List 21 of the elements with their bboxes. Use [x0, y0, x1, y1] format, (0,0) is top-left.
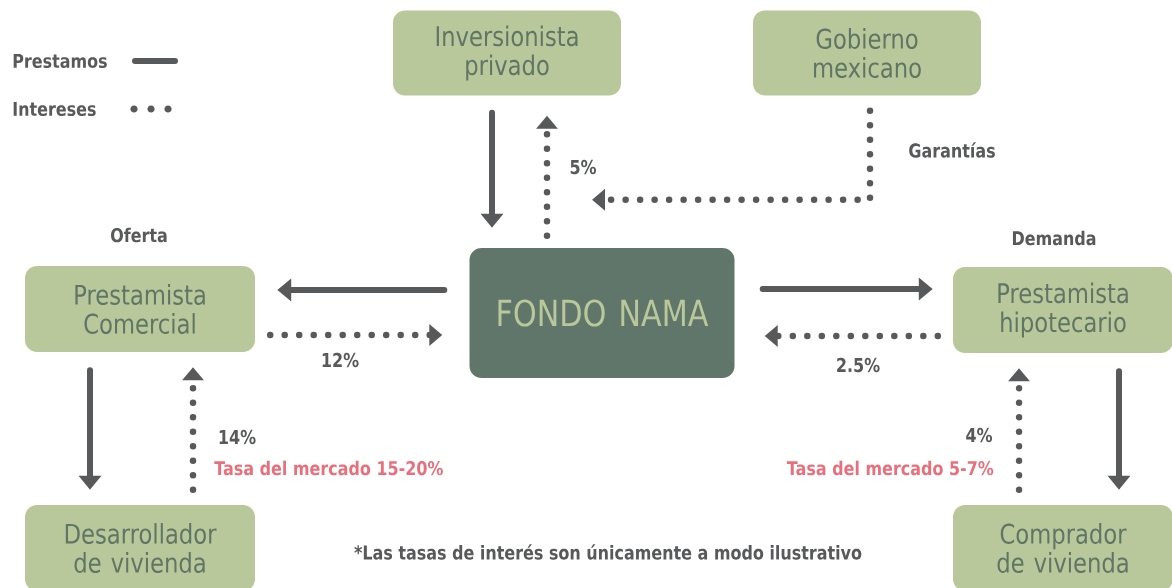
fund-box: FONDO NAMA	[469, 248, 735, 378]
side-label: Demanda	[1012, 230, 1096, 246]
entity-box: Prestamista Comercial	[25, 266, 255, 352]
legend-label: Prestamos	[13, 53, 107, 69]
rate-note: Tasa del mercado 15-20%	[214, 460, 443, 476]
entity-box: Desarrollador de vivienda	[25, 505, 255, 588]
edge-label: 5%	[570, 159, 597, 175]
edge-label: 12%	[322, 352, 359, 368]
entity-box: Comprador de vivienda	[953, 505, 1172, 588]
footnote: *Las tasas de interés son únicamente a modo ilustrativo	[354, 544, 862, 560]
dotted-arrow	[592, 107, 874, 211]
side-label: Oferta	[111, 227, 167, 243]
legend-label: Intereses	[13, 101, 96, 117]
entity-box: Prestamista hipotecario	[953, 267, 1172, 353]
rate-note: Tasa del mercado 5-7%	[786, 460, 994, 476]
edge-label: 14%	[219, 429, 256, 445]
edge-label: Garantías	[909, 142, 995, 158]
entity-box: Gobierno mexicano	[753, 10, 981, 96]
edge-label: 4%	[966, 427, 993, 443]
edge-label: 2.5%	[837, 357, 880, 373]
entity-box: Inversionista privado	[393, 10, 621, 96]
